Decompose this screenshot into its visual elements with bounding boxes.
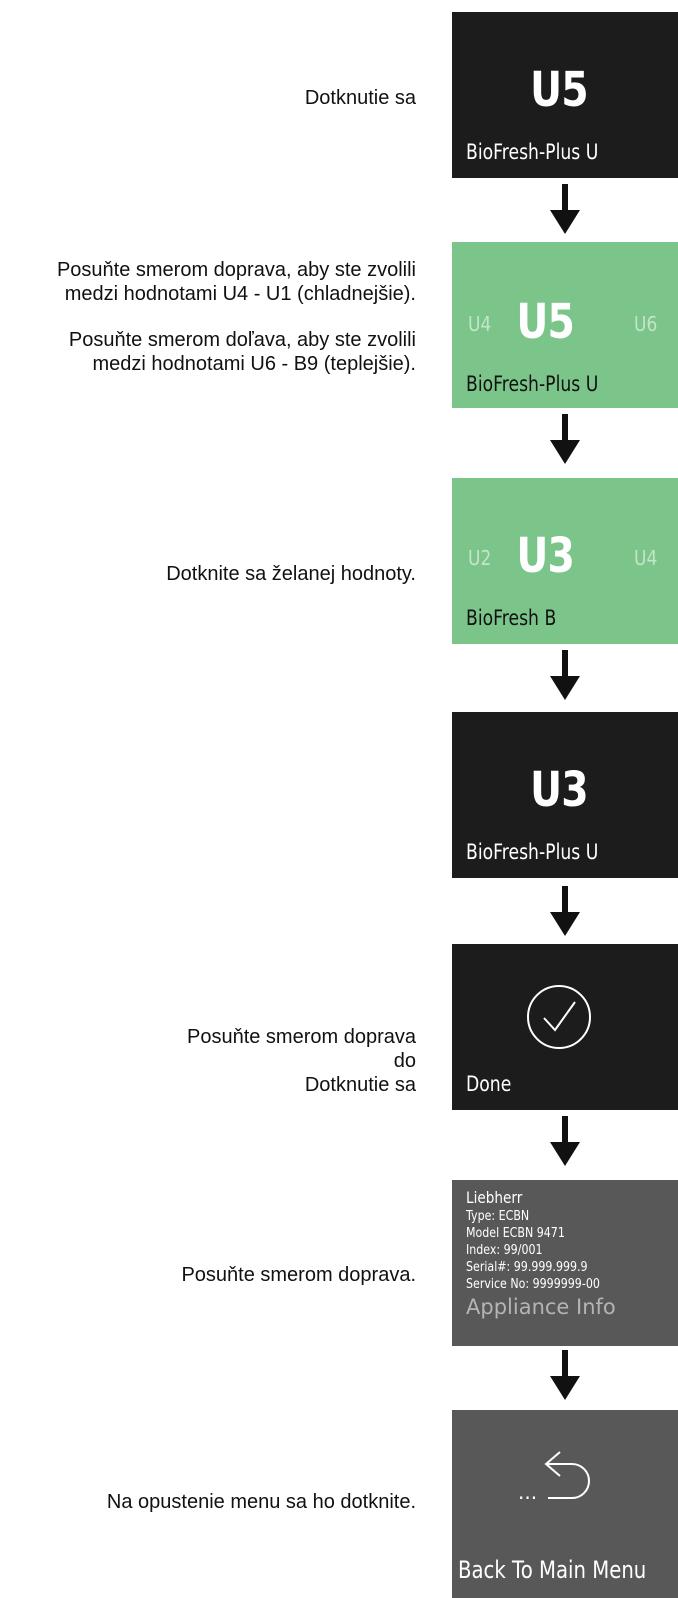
appliance-info-label: Appliance Info xyxy=(466,1295,616,1319)
back-to-main-menu-label[interactable]: Back To Main Menu xyxy=(458,1556,647,1584)
instruction-text: Dotknutie sa xyxy=(304,87,416,109)
temperature-value[interactable]: U3 xyxy=(516,528,575,584)
info-service-no: Service No: 9999999-00 xyxy=(466,1277,600,1292)
down-arrow-icon xyxy=(550,184,580,234)
display-panel-u5-selecting[interactable]: U4 U5 U6 BioFresh-Plus U xyxy=(452,242,678,408)
info-serial: Serial#: 99.999.999.9 xyxy=(466,1260,588,1275)
instruction-text: medzi hodnotami U4 - U1 (chladnejšie). xyxy=(64,283,416,305)
down-arrow-icon xyxy=(550,1116,580,1166)
instruction-step-2: Posuňte smerom doprava, aby ste zvolili … xyxy=(57,258,416,376)
down-arrow-icon xyxy=(550,650,580,700)
back-arrow-icon xyxy=(544,1451,590,1499)
down-arrow-icon xyxy=(550,414,580,464)
prev-value[interactable]: U2 xyxy=(468,546,492,570)
instruction-step-3: Dotknite sa želanej hodnoty. xyxy=(166,562,416,586)
done-label: Done xyxy=(466,1072,512,1096)
display-panel-appliance-info[interactable]: Liebherr Type: ECBN Model ECBN 9471 Inde… xyxy=(452,1180,678,1346)
instruction-text: Dotknutie sa xyxy=(304,1074,416,1096)
instruction-text: Posuňte smerom doprava, aby ste zvolili xyxy=(56,259,416,281)
temperature-value[interactable]: U5 xyxy=(516,294,575,350)
temperature-value: U3 xyxy=(530,762,589,818)
instruction-text: do xyxy=(393,1050,416,1072)
info-index: Index: 99/001 xyxy=(466,1243,543,1258)
instruction-step-1: Dotknutie sa xyxy=(305,86,416,110)
mode-label: BioFresh-Plus U xyxy=(466,840,599,864)
next-value[interactable]: U6 xyxy=(634,312,658,336)
instruction-text: Posuňte smerom doľava, aby ste zvolili xyxy=(68,329,416,351)
instruction-step-6: Posuňte smerom doprava. xyxy=(181,1263,416,1287)
instruction-text: medzi hodnotami U6 - B9 (teplejšie). xyxy=(92,353,416,375)
mode-label: BioFresh-Plus U xyxy=(466,372,599,396)
ellipsis-text: ... xyxy=(518,1480,538,1504)
mode-label: BioFresh B xyxy=(466,606,557,630)
display-panel-u5[interactable]: U5 BioFresh-Plus U xyxy=(452,12,678,178)
down-arrow-icon xyxy=(550,1350,580,1400)
display-panel-u3-selecting[interactable]: U2 U3 U4 BioFresh B xyxy=(452,478,678,644)
brand-name: Liebherr xyxy=(466,1188,523,1207)
display-panel-back[interactable]: ... Back To Main Menu xyxy=(452,1410,678,1598)
instruction-step-7: Na opustenie menu sa ho dotknite. xyxy=(107,1490,416,1514)
display-panel-u3[interactable]: U3 BioFresh-Plus U xyxy=(452,712,678,878)
temperature-value: U5 xyxy=(530,62,589,118)
prev-value[interactable]: U4 xyxy=(468,312,492,336)
instruction-text: Na opustenie menu sa ho dotknite. xyxy=(106,1491,416,1513)
display-panel-done[interactable]: Done xyxy=(452,944,678,1110)
instruction-step-5: Posuňte smerom doprava do Dotknutie sa xyxy=(187,1025,416,1097)
info-type: Type: ECBN xyxy=(466,1209,530,1224)
mode-label: BioFresh-Plus U xyxy=(466,140,599,164)
info-model: Model ECBN 9471 xyxy=(466,1226,565,1241)
instruction-text: Dotknite sa želanej hodnoty. xyxy=(166,563,416,585)
next-value[interactable]: U4 xyxy=(634,546,658,570)
down-arrow-icon xyxy=(550,886,580,936)
check-circle-icon xyxy=(527,985,591,1049)
instruction-text: Posuňte smerom doprava. xyxy=(181,1264,416,1286)
instruction-text: Posuňte smerom doprava xyxy=(186,1026,416,1048)
